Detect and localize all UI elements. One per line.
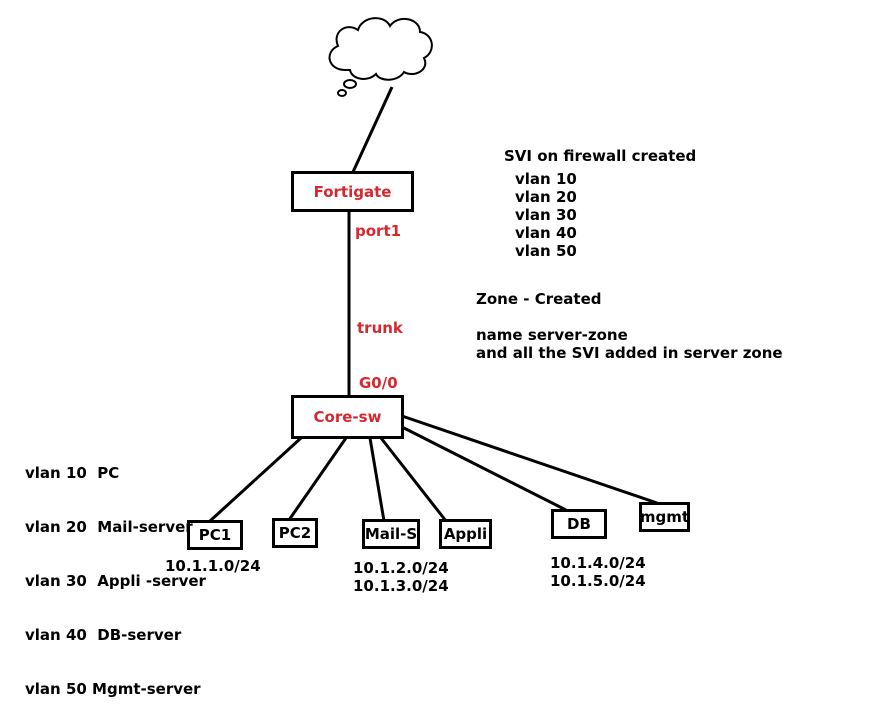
- svi-vlan-item: vlan 40: [515, 224, 577, 242]
- link-core-pc1: [208, 436, 303, 523]
- link-cloud-fortigate: [351, 86, 394, 173]
- port1-label: port1: [355, 222, 402, 240]
- cloud-icon: [328, 17, 433, 97]
- vlan-map-item: vlan 40 DB-server: [25, 626, 182, 644]
- link-core-mail-s: [368, 437, 386, 522]
- zone-title: Zone - Created: [476, 290, 602, 308]
- core-sw-node: Core-sw: [291, 395, 404, 439]
- vlan-map-item: vlan 10 PC: [25, 464, 120, 482]
- subnet-mail-appli: 10.1.2.0/24 10.1.3.0/24: [353, 559, 449, 595]
- subnet-item: 10.1.5.0/24: [550, 572, 646, 590]
- pc2-node: PC2: [272, 518, 318, 548]
- zone-svi-line: and all the SVI added in server zone: [476, 344, 783, 362]
- appli-node: Appli: [439, 519, 492, 549]
- link-core-mgmt: [401, 414, 661, 506]
- vlan-map-item: vlan 50 Mgmt-server: [25, 680, 201, 698]
- link-core-appli: [379, 437, 448, 522]
- svi-vlan-item: vlan 10: [515, 170, 577, 188]
- trunk-label: trunk: [357, 319, 403, 337]
- fortigate-node: Fortigate: [291, 171, 414, 212]
- g0-0-label: G0/0: [359, 374, 398, 392]
- subnet-db-mgmt: 10.1.4.0/24 10.1.5.0/24: [550, 554, 646, 590]
- mgmt-node: mgmt: [639, 502, 690, 532]
- svi-vlan-item: vlan 30: [515, 206, 577, 224]
- subnet-item: 10.1.4.0/24: [550, 554, 646, 572]
- svi-vlan-item: vlan 20: [515, 188, 577, 206]
- zone-name-line: name server-zone: [476, 326, 628, 344]
- vlan-map-item: vlan 30 Appli -server: [25, 572, 206, 590]
- vlan-map-item: vlan 20 Mail-server: [25, 518, 193, 536]
- network-diagram: [208, 17, 661, 523]
- pc1-node: PC1: [187, 520, 243, 550]
- svi-vlan-list: vlan 10 vlan 20 vlan 30 vlan 40 vlan 50: [515, 170, 577, 260]
- subnet-item: 10.1.3.0/24: [353, 577, 449, 595]
- link-core-db: [399, 424, 567, 512]
- db-node: DB: [551, 509, 607, 539]
- svi-title: SVI on firewall created: [504, 147, 697, 165]
- subnet-item: 10.1.2.0/24: [353, 559, 449, 577]
- mail-s-node: Mail-S: [362, 519, 420, 549]
- link-core-pc2: [287, 437, 348, 521]
- subnet-pc1: 10.1.1.0/24: [165, 557, 261, 575]
- svi-vlan-item: vlan 50: [515, 242, 577, 260]
